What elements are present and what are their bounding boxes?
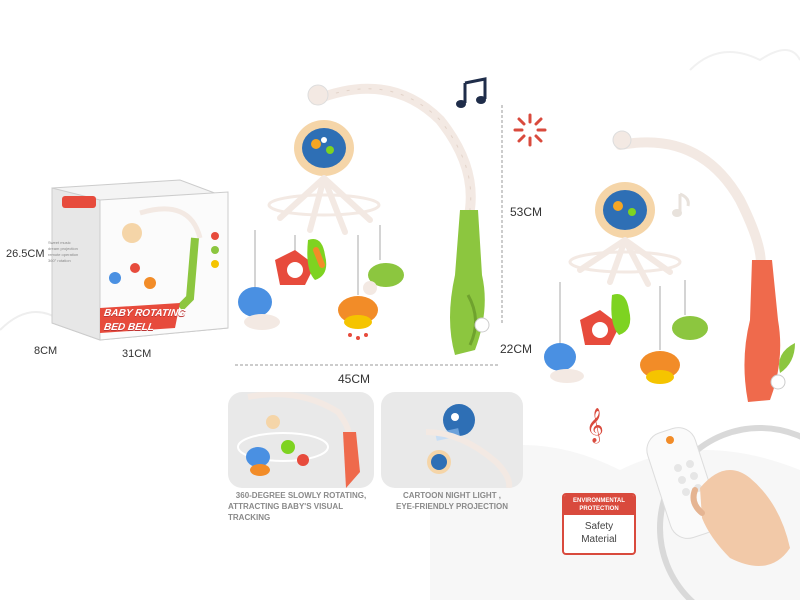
box-height-label: 26.5CM [6, 248, 45, 260]
package-box-drawing [51, 179, 229, 341]
treble-clef-icon: 𝄞 [586, 408, 604, 443]
package-feature: 360° rotation [48, 258, 71, 263]
package-feature: remote operation [48, 252, 79, 257]
rotating-caption: 360-DEGREE SLOWLY ROTATING, ATTRACTING B… [226, 490, 376, 523]
package-feature: dream projection [48, 246, 78, 251]
main-width-label: 45CM [338, 372, 371, 386]
faint-note-icon [672, 192, 690, 217]
green-mobile [238, 83, 490, 355]
rotating-caption-line: 360-DEGREE SLOWLY ROTATING, [235, 491, 367, 500]
package-feature: Sweet music [48, 240, 71, 245]
rotating-caption-line: TRACKING [228, 513, 271, 522]
music-note-icon [456, 77, 487, 108]
orange-mobile [544, 130, 786, 402]
package-title-line2: BED BELL [103, 322, 155, 333]
package-title-line1: BABY ROTATING [103, 308, 187, 319]
projection-feature-image [381, 392, 523, 488]
sound-burst-icon [513, 113, 547, 147]
leaf-decoration [779, 343, 795, 373]
projection-caption-line: EYE-FRIENDLY PROJECTION [395, 502, 509, 511]
projection-caption: CARTOON NIGHT LIGHT , EYE-FRIENDLY PROJE… [382, 490, 522, 512]
rotating-caption-line: ATTRACTING BABY'S VISUAL [228, 502, 344, 511]
badge-header: ENVIRONMENTAL PROTECTION [564, 495, 634, 515]
box-width-label: 31CM [122, 348, 152, 360]
dimension-lines [235, 105, 503, 366]
main-depth-label: 22CM [500, 342, 533, 356]
badge-line1: Safety [584, 521, 614, 532]
badge-line2: Material [581, 534, 617, 545]
safety-material-badge: ENVIRONMENTAL PROTECTION Safety Material [562, 493, 636, 555]
main-height-label: 53CM [510, 205, 543, 219]
package-feature-list: Sweet music dream projection remote oper… [48, 240, 94, 264]
remote-control-illustration [646, 425, 800, 600]
projection-caption-line: CARTOON NIGHT LIGHT , [402, 491, 502, 500]
rotating-feature-image [228, 392, 374, 488]
box-depth-label: 8CM [34, 345, 58, 357]
